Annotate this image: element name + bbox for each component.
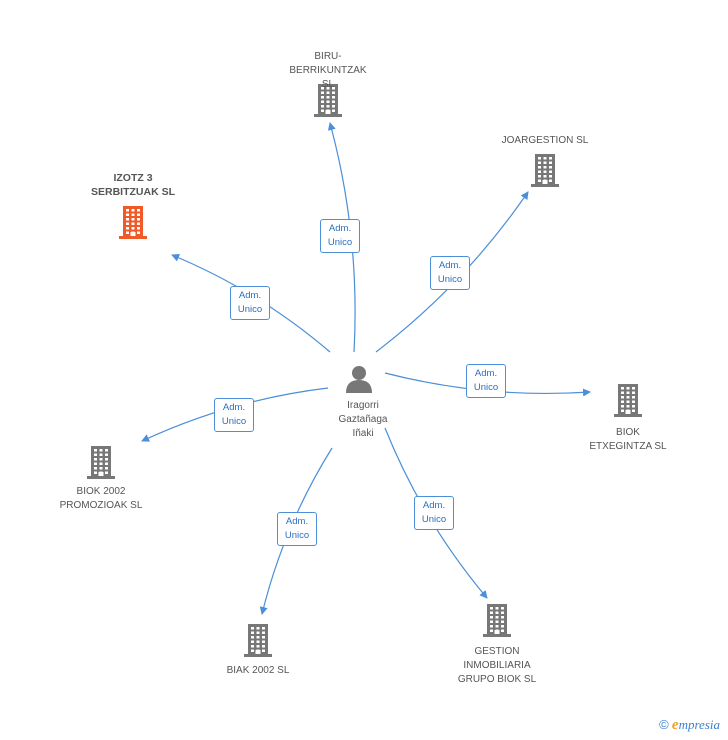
person-icon[interactable]	[344, 364, 374, 399]
building-icon[interactable]	[481, 602, 513, 643]
building-icon[interactable]	[612, 382, 644, 423]
company-label-biok-etxe[interactable]: BIOK ETXEGINTZA SL	[589, 427, 667, 452]
edge-role-label: Adm. Unico	[230, 286, 270, 320]
building-icon[interactable]	[529, 152, 561, 193]
building-icon[interactable]	[85, 444, 117, 485]
edge-role-label: Adm. Unico	[320, 219, 360, 253]
empresia-logo: © empresia	[659, 717, 720, 734]
edge-role-label: Adm. Unico	[277, 512, 317, 546]
company-label-joargestion[interactable]: JOARGESTION SL	[501, 135, 589, 146]
company-label-biak2002[interactable]: BIAK 2002 SL	[226, 665, 290, 676]
brand-e: e	[671, 717, 679, 733]
edge-role-label: Adm. Unico	[214, 398, 254, 432]
edge-role-label: Adm. Unico	[430, 256, 470, 290]
edge-role-label: Adm. Unico	[466, 364, 506, 398]
company-label-izotz[interactable]: IZOTZ 3 SERBITZUAK SL	[91, 172, 175, 198]
copyright-symbol: ©	[659, 717, 669, 732]
center-person-label[interactable]: Iragorri Gaztañaga Iñaki	[338, 400, 388, 439]
company-label-biru[interactable]: BIRU- BERRIKUNTZAK SL	[289, 51, 367, 90]
building-icon-highlighted[interactable]	[117, 204, 149, 245]
company-label-biok2002[interactable]: BIOK 2002 PROMOZIOAK SL	[59, 486, 143, 511]
building-icon[interactable]	[242, 622, 274, 663]
brand-name: mpresia	[678, 717, 720, 732]
building-icon[interactable]	[312, 82, 344, 123]
company-label-gestion[interactable]: GESTION INMOBILIARIA GRUPO BIOK SL	[457, 646, 537, 685]
edge-role-label: Adm. Unico	[414, 496, 454, 530]
